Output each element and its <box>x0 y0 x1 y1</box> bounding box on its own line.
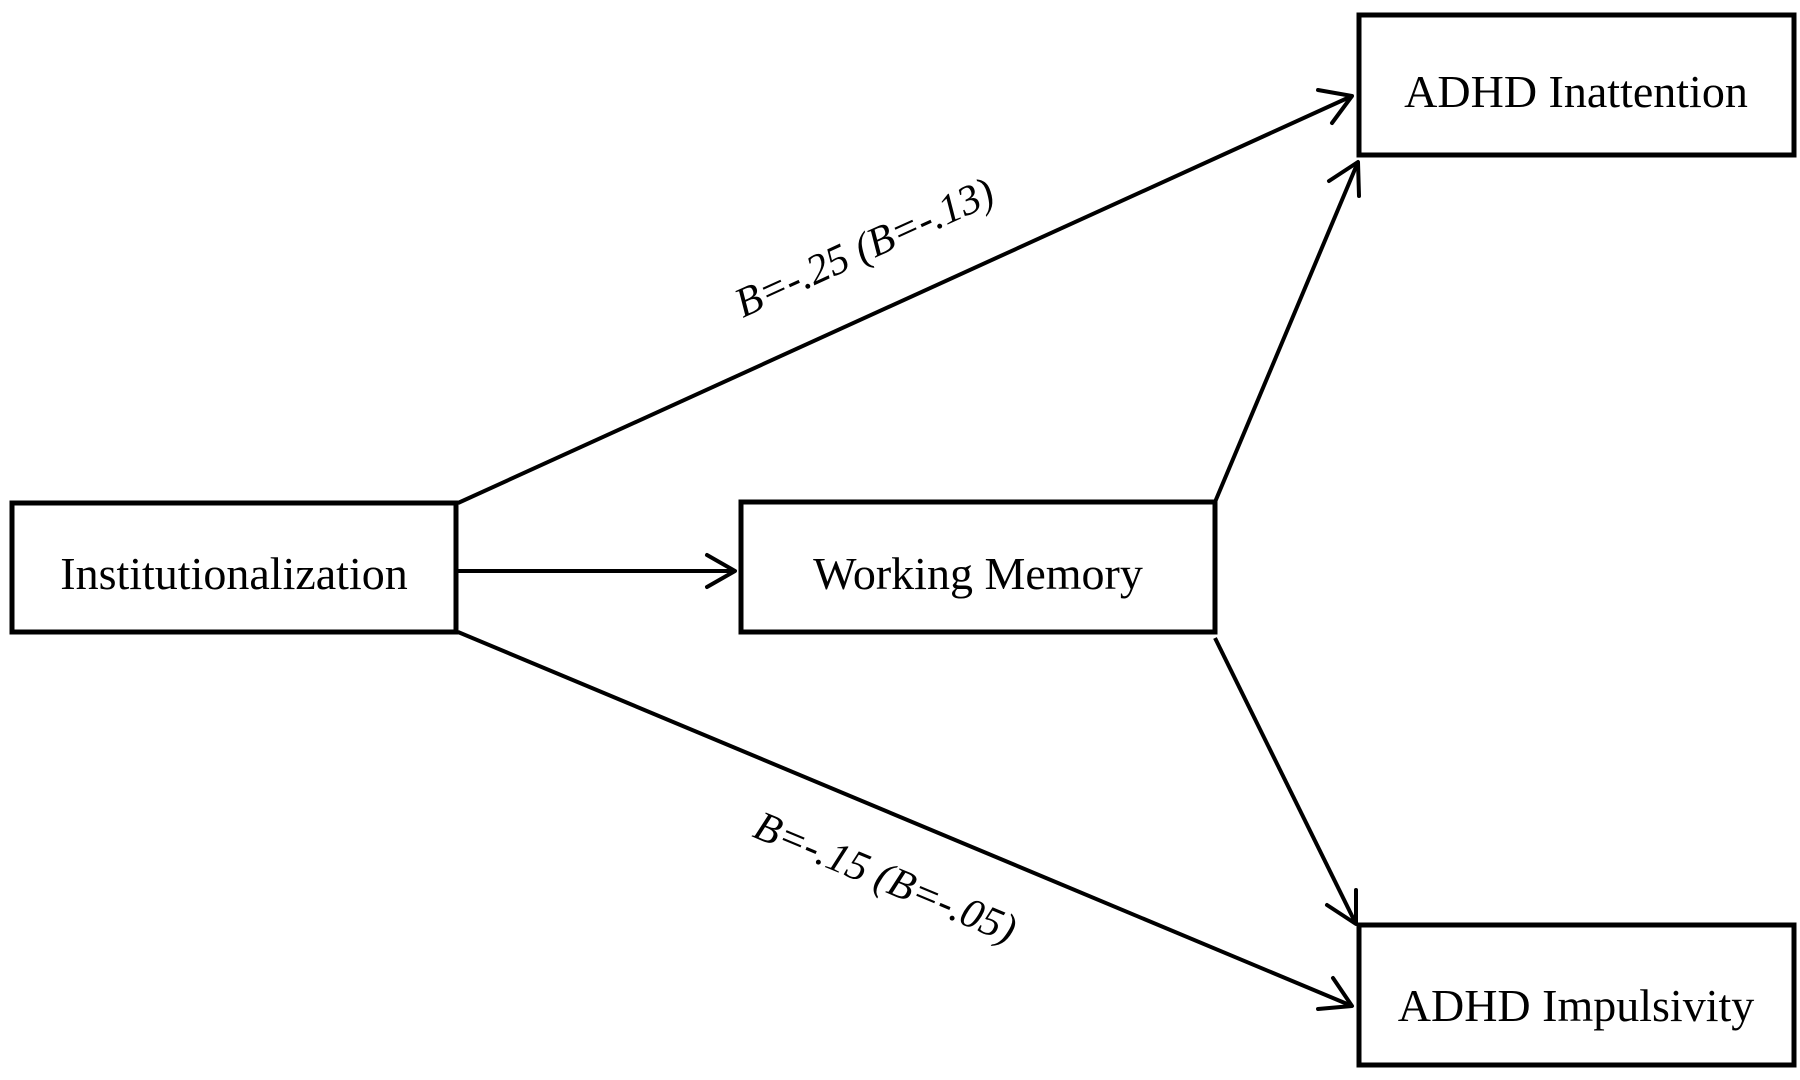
edge-label-inattention: B=-.25 (B=-.13) <box>728 169 1001 327</box>
node-label: Working Memory <box>813 548 1143 599</box>
node-working-memory: Working Memory <box>738 499 1218 635</box>
arrowhead-icon <box>1325 888 1358 926</box>
edge-inst-to-inattention <box>457 88 1354 505</box>
arrowhead-icon <box>1316 976 1354 1011</box>
edge-wm-to-impulsivity <box>1213 637 1358 926</box>
node-label: ADHD Inattention <box>1404 66 1748 117</box>
edge-inst-to-impulsivity <box>457 630 1354 1011</box>
node-adhd-impulsivity: ADHD Impulsivity <box>1356 922 1797 1068</box>
arrowhead-icon <box>1316 88 1354 125</box>
node-institutionalization: Institutionalization <box>9 500 459 635</box>
arrowhead-icon <box>705 553 737 589</box>
edge-label-impulsivity: B=-.15 (B=-.05) <box>747 803 1023 953</box>
node-label: ADHD Impulsivity <box>1398 980 1755 1031</box>
node-adhd-inattention: ADHD Inattention <box>1356 12 1797 158</box>
edge-inst-to-wm <box>458 553 737 589</box>
arrowhead-icon <box>1327 160 1361 198</box>
node-label: Institutionalization <box>60 548 408 599</box>
edge-wm-to-inattention <box>1213 160 1361 503</box>
